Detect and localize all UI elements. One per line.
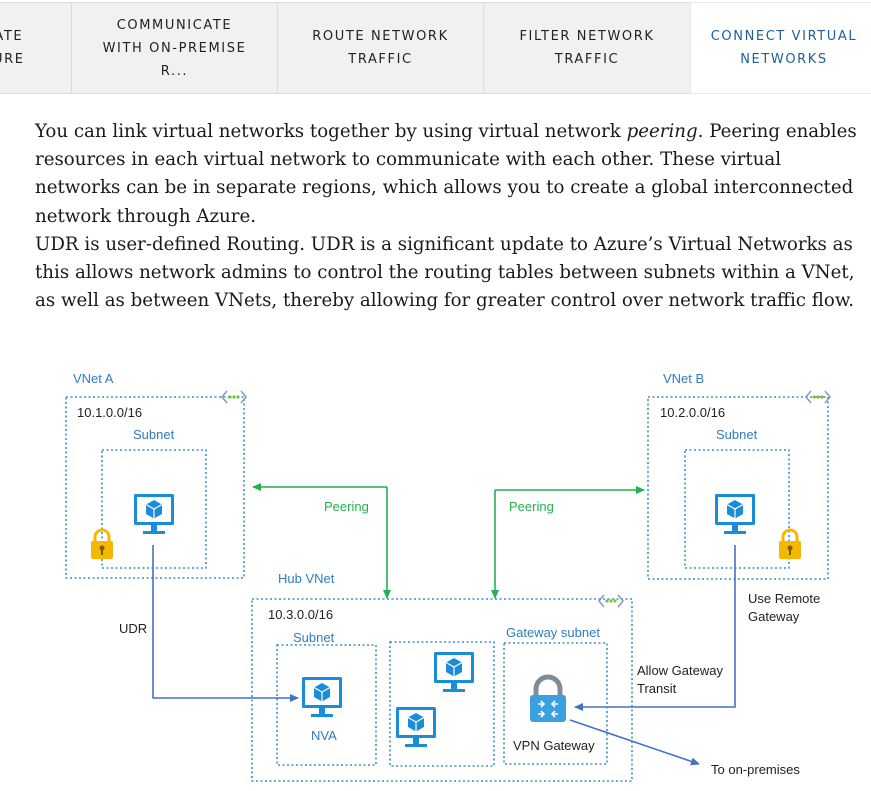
vnet-a-cidr: 10.1.0.0/16 <box>77 405 142 420</box>
lock-icon <box>89 528 115 561</box>
vm-icon <box>133 493 175 535</box>
tab-communicate-on-premise[interactable]: COMMUNICATE WITH ON-PREMISE R... <box>71 2 278 94</box>
tab-filter-network-traffic[interactable]: FILTER NETWORK TRAFFIC <box>483 2 691 94</box>
hub-subnet-box <box>276 644 377 766</box>
tab-label: NETWORKS <box>740 52 828 67</box>
peering-left-label: Peering <box>324 499 369 514</box>
vnet-a-box <box>65 396 245 579</box>
peering-icon <box>221 390 247 404</box>
hub-vnet-group: Hub VNet 10.3.0.0/16 Subnet Gateway subn… <box>251 571 633 782</box>
lock-icon <box>777 528 803 561</box>
tab-label: R... <box>160 63 189 79</box>
peering-connector-left: Peering <box>252 483 391 599</box>
tab-label: CONNECT VIRTUAL <box>710 29 858 44</box>
tab-route-network-traffic[interactable]: ROUTE NETWORK TRAFFIC <box>277 2 484 94</box>
emphasis-peering: peering <box>626 121 698 142</box>
text-run: . Peering enables resources in each virt… <box>35 121 857 227</box>
allow-gateway-transit-label-line2: Transit <box>637 681 677 696</box>
tab-bar: ATE URE COMMUNICATE WITH ON-PREMISE R... RO… <box>0 0 871 95</box>
vpn-gateway-icon <box>530 674 566 722</box>
vnet-a-label: VNet A <box>73 371 114 386</box>
tab-label: ATE <box>0 29 24 44</box>
tab-label: URE <box>0 52 25 67</box>
nva-icon <box>301 676 343 718</box>
hub-vnet-cidr: 10.3.0.0/16 <box>268 607 333 622</box>
gateway-subnet-label: Gateway subnet <box>506 625 600 640</box>
vpn-gateway-label: VPN Gateway <box>513 738 595 753</box>
hub-vnet-box <box>251 598 633 782</box>
vm-icon <box>433 651 475 693</box>
tab-label: FILTER NETWORK <box>519 29 655 44</box>
peering-connector-right: Peering <box>491 486 645 599</box>
paragraph-udr: UDR is user-defined Routing. UDR is a si… <box>35 233 855 312</box>
gateway-transit-connector: Use Remote Gateway Allow Gateway Transit <box>574 545 820 711</box>
vnet-b-box <box>647 396 829 580</box>
hub-vnet-label: Hub VNet <box>278 571 335 586</box>
hub-vm-subnet-box <box>389 641 495 767</box>
allow-gateway-transit-label-line1: Allow Gateway <box>637 663 723 678</box>
article-body: You can link virtual networks together b… <box>35 118 865 315</box>
vm-icon <box>395 706 437 748</box>
vnet-b-subnet-box <box>684 449 790 569</box>
tab-label: WITH ON-PREMISE <box>102 40 247 56</box>
vnet-a-group: VNet A 10.1.0.0/16 Subnet <box>65 371 247 579</box>
tab-label: TRAFFIC <box>348 52 413 67</box>
vnet-b-cidr: 10.2.0.0/16 <box>660 405 725 420</box>
tab-label: TRAFFIC <box>554 52 620 67</box>
nva-label: NVA <box>311 728 337 743</box>
gateway-subnet-box <box>503 642 608 765</box>
vnet-a-subnet-label: Subnet <box>133 427 175 442</box>
peering-icon <box>805 390 831 404</box>
on-premises-connector: To on-premises <box>569 719 800 777</box>
use-remote-gateway-label-line2: Gateway <box>748 609 800 624</box>
udr-label: UDR <box>119 621 147 636</box>
udr-connector: UDR <box>119 545 299 702</box>
peering-icon <box>598 594 624 608</box>
tab-label: COMMUNICATE <box>116 17 233 33</box>
vnet-b-label: VNet B <box>663 371 704 386</box>
text-run: You can link virtual networks together b… <box>35 121 627 142</box>
tab-connect-virtual-networks[interactable]: CONNECT VIRTUAL NETWORKS <box>690 2 871 94</box>
to-on-premises-label: To on-premises <box>711 762 800 777</box>
tab-label: ROUTE NETWORK <box>312 29 449 44</box>
vnet-a-subnet-box <box>101 449 207 569</box>
use-remote-gateway-label-line1: Use Remote <box>748 591 820 606</box>
paragraph-peering: You can link virtual networks together b… <box>35 118 865 231</box>
vm-icon <box>714 493 756 535</box>
tab-integrate-azure[interactable]: ATE URE <box>0 2 72 94</box>
vnet-b-subnet-label: Subnet <box>716 427 758 442</box>
hub-subnet-label: Subnet <box>293 630 335 645</box>
vnet-b-group: VNet B 10.2.0.0/16 Subnet <box>647 371 831 580</box>
peering-right-label: Peering <box>509 499 554 514</box>
